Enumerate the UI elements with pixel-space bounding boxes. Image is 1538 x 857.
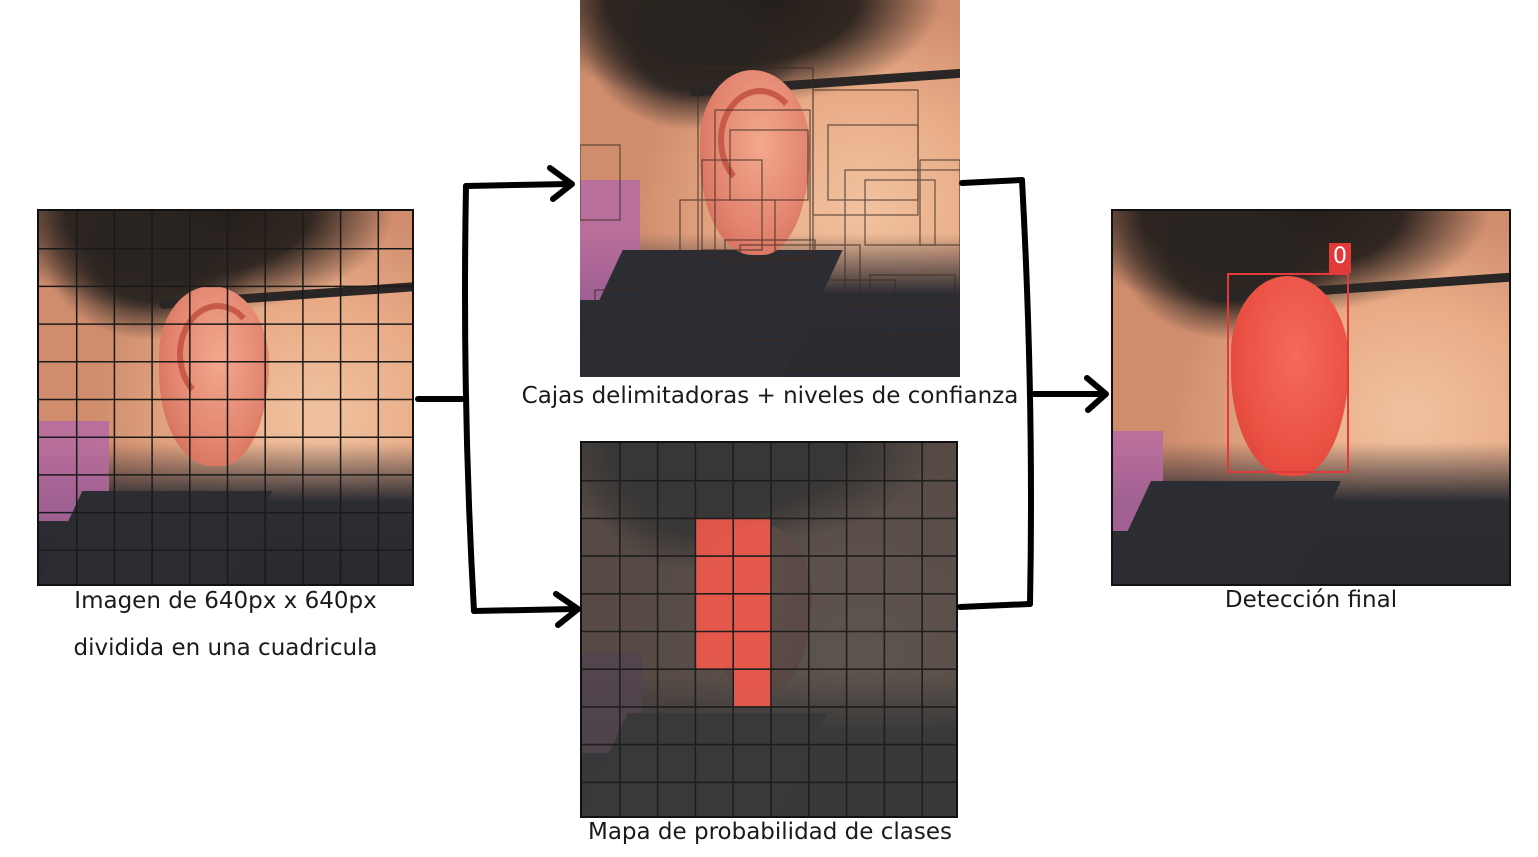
input-caption-line2: dividida en una cuadricula: [73, 635, 378, 661]
final-detection-panel: 0: [1111, 209, 1511, 586]
arrow-to-boxes-shaft: [463, 181, 571, 189]
detection-bounding-box: [1227, 273, 1349, 473]
final-caption: Detección final: [1224, 587, 1398, 613]
arrow-to-boxes-head: [547, 165, 575, 202]
ear-highlighted: [1231, 276, 1349, 476]
boxes-caption: Cajas delimitadoras + niveles de confian…: [521, 383, 1019, 409]
arrow-to-final-head: [1084, 375, 1109, 413]
input-caption-line1: Imagen de 640px x 640px: [74, 588, 377, 614]
probability-output-line: [957, 601, 1033, 610]
ear-fold: [177, 303, 259, 405]
arrow-to-probability-shaft: [471, 606, 577, 614]
detection-label: 0: [1329, 243, 1351, 273]
bounding-boxes-panel: [580, 0, 960, 377]
probability-caption: Mapa de probabilidad de clases: [587, 819, 952, 845]
arrow-to-probability-head: [553, 591, 581, 628]
split-vertical-line: [462, 183, 477, 614]
boxes-output-line: [959, 177, 1025, 186]
